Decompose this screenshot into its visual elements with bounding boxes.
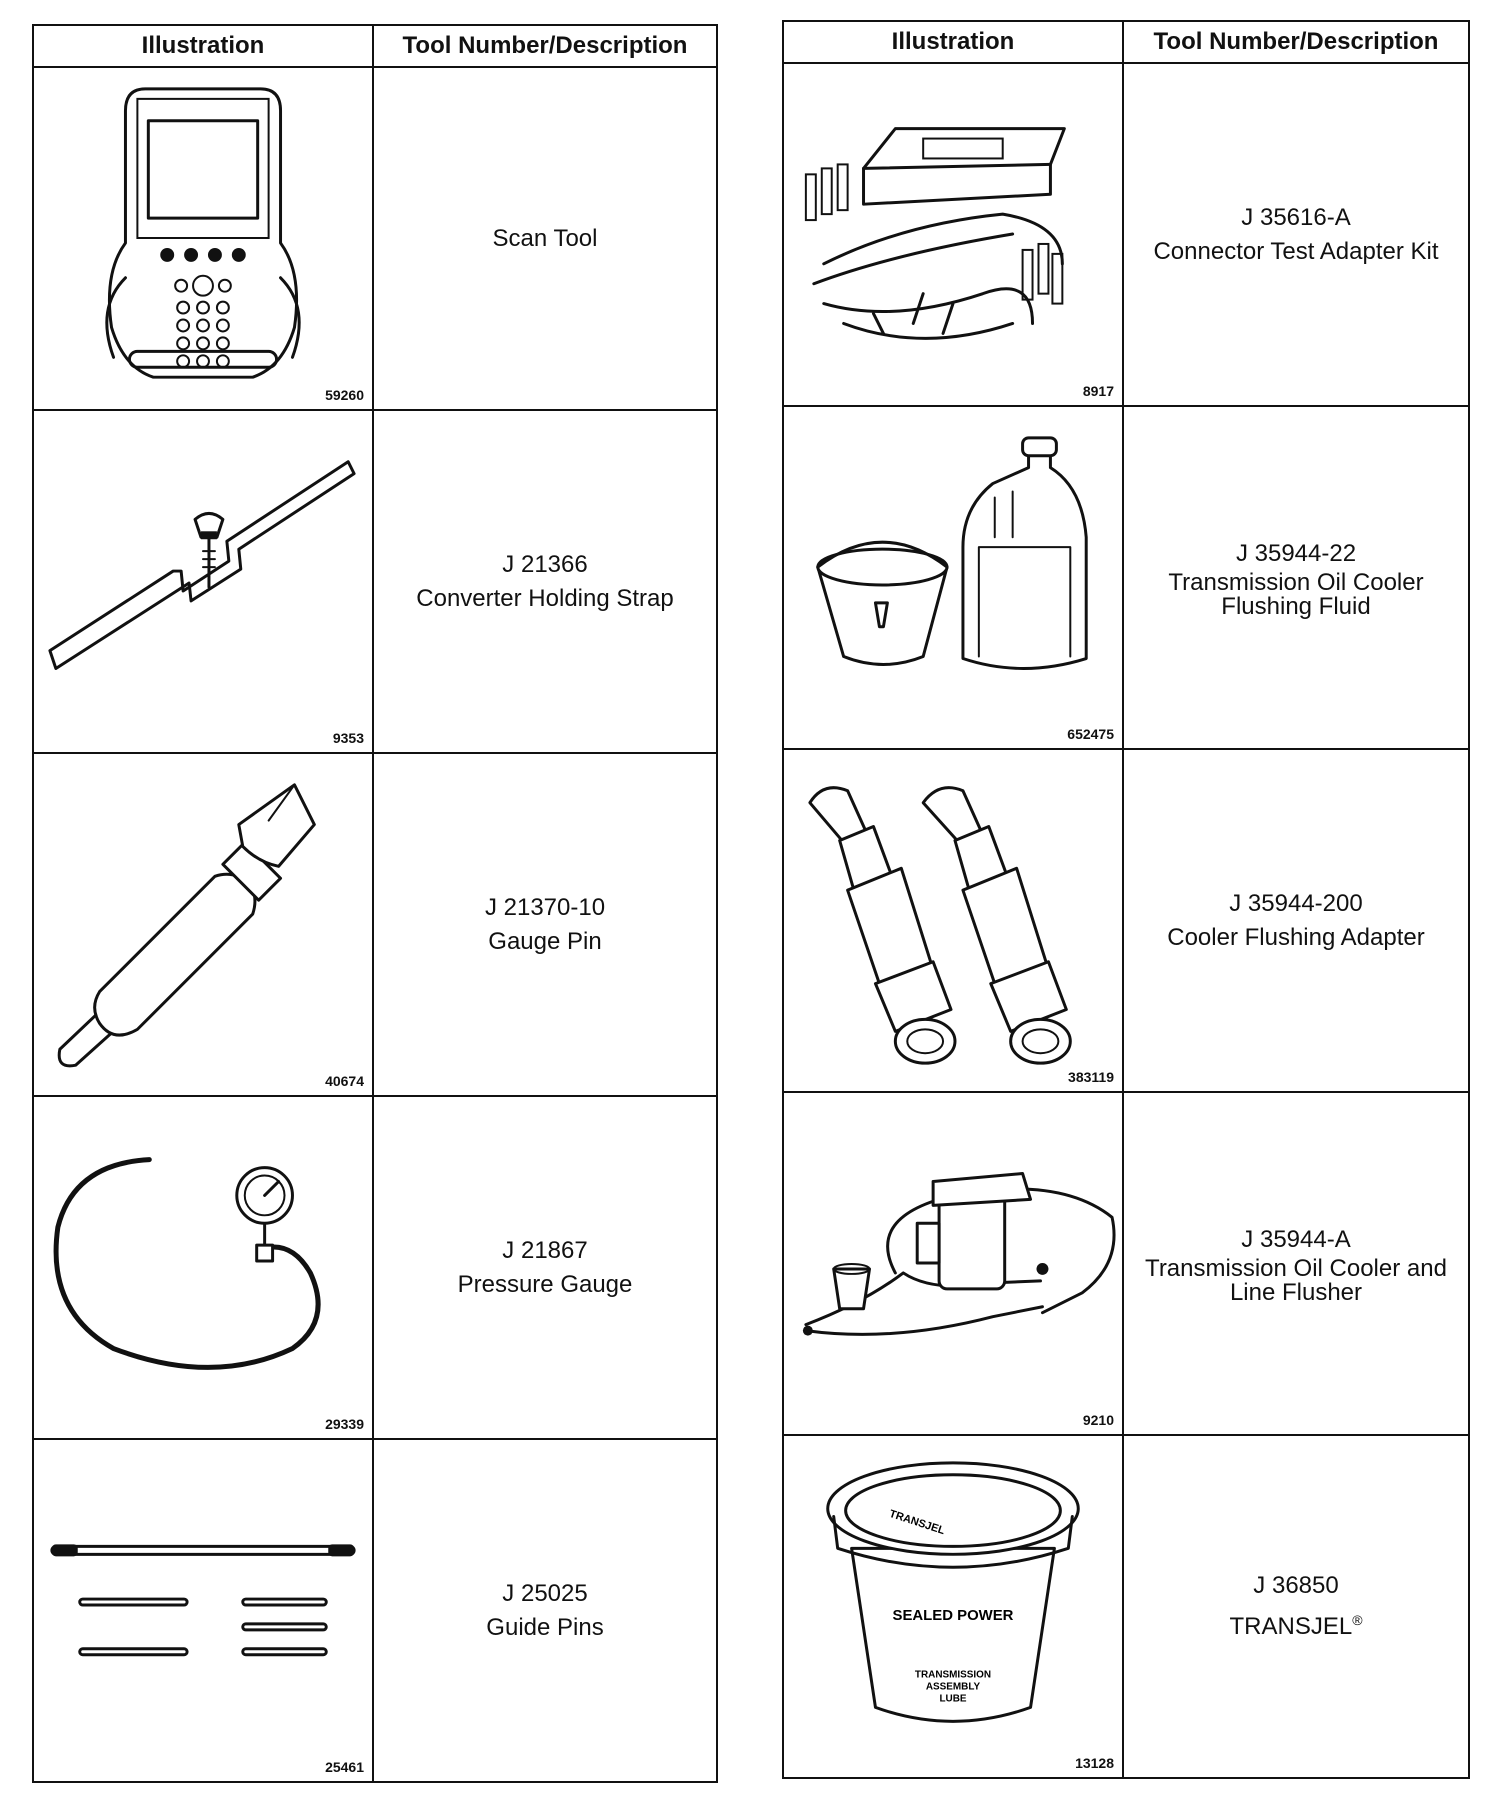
tub-label-line-2: ASSEMBLY (926, 1682, 981, 1693)
tool-name: TRANSJEL (1229, 1613, 1353, 1640)
line-flusher-icon (802, 1172, 1116, 1336)
header-row: Illustration Tool Number/Description (32, 24, 718, 68)
figure-number: 9353 (332, 730, 364, 746)
table-row: 9210 J 35944-A Transmission Oil Cooler a… (782, 1091, 1470, 1436)
tool-description-cell: J 25025 Guide Pins (372, 1438, 718, 1783)
illustration-cell: 383119 (782, 748, 1124, 1093)
tool-description: Connector Test Adapter Kit (1153, 237, 1439, 265)
right-tools-table: Illustration Tool Number/Description 891… (782, 20, 1470, 1779)
figure-number: 59260 (325, 387, 364, 403)
tool-description-cell: J 21370-10 Gauge Pin (372, 752, 718, 1097)
tool-description: Pressure Gauge (457, 1270, 633, 1298)
tool-description-cell: J 35944-200 Cooler Flushing Adapter (1122, 748, 1470, 1093)
tool-number: J 36850 (1253, 1572, 1339, 1599)
table-row: 9353 J 21366 Converter Holding Strap (32, 409, 718, 754)
table-row: 59260 Scan Tool (32, 66, 718, 411)
tool-number: J 21867 (502, 1236, 588, 1264)
illustration-header: Illustration (32, 24, 374, 68)
tool-description-line-2: Line Flusher (1229, 1278, 1363, 1306)
figure-number: 25461 (325, 1759, 364, 1775)
table-row: 8917 J 35616-A Connector Test Adapter Ki… (782, 62, 1470, 407)
pressure-gauge-icon (53, 1157, 321, 1370)
tool-description: TRANSJEL® (1124, 1603, 1468, 1644)
tool-header: Tool Number/Description (1122, 20, 1470, 64)
gauge-pin-icon (57, 783, 316, 1068)
tool-number: J 25025 (502, 1579, 588, 1607)
illustration-cell: 25461 (32, 1438, 374, 1783)
figure-number: 29339 (325, 1416, 364, 1432)
table-row: 383119 J 35944-200 Cooler Flushing Adapt… (782, 748, 1470, 1093)
tool-number: J 21366 (502, 550, 588, 578)
tool-description: Cooler Flushing Adapter (1167, 923, 1425, 951)
tool-description-cell: J 35944-22 Transmission Oil Cooler Flush… (1122, 405, 1470, 750)
illustration-cell: 40674 (32, 752, 374, 1097)
tool-description-cell: J 35944-A Transmission Oil Cooler and Li… (1122, 1091, 1470, 1436)
tub-label-line-1: TRANSMISSION (915, 1670, 991, 1681)
tool-number: J 21370-10 (484, 893, 606, 921)
illustration-cell: TRANSJEL SEALED POWER TRANSMISSION ASSEM… (782, 1434, 1124, 1779)
illustration-cell: 9353 (32, 409, 374, 754)
flushing-adapter-icon (808, 786, 1072, 1065)
tool-description-line-2: Flushing Fluid (1221, 592, 1371, 620)
guide-pins-icon (50, 1544, 356, 1657)
tub-band-label: SEALED POWER (893, 1608, 1014, 1624)
tool-description-cell: Scan Tool (372, 66, 718, 411)
adapter-kit-icon (804, 127, 1066, 340)
tool-number: J 35944-22 (1235, 539, 1357, 567)
table-row: TRANSJEL SEALED POWER TRANSMISSION ASSEM… (782, 1434, 1470, 1779)
illustration-cell: 9210 (782, 1091, 1124, 1436)
tool-number: J 35944-A (1241, 1225, 1351, 1253)
illustration-cell: 8917 (782, 62, 1124, 407)
tool-header: Tool Number/Description (372, 24, 718, 68)
illustration-cell: 59260 (32, 66, 374, 411)
header-row: Illustration Tool Number/Description (782, 20, 1470, 64)
figure-number: 9210 (1082, 1412, 1114, 1428)
tool-description: Guide Pins (486, 1613, 604, 1641)
table-row: 40674 J 21370-10 Gauge Pin (32, 752, 718, 1097)
tool-description: Scan Tool (492, 224, 598, 252)
tool-description-line-1: Transmission Oil Cooler (1168, 568, 1424, 596)
tool-description-cell: J 35616-A Connector Test Adapter Kit (1122, 62, 1470, 407)
left-tools-table: Illustration Tool Number/Description (32, 24, 718, 1783)
figure-number: 13128 (1075, 1755, 1114, 1771)
tub-label-line-3: LUBE (939, 1693, 966, 1704)
figure-number: 8917 (1082, 383, 1114, 399)
transjel-tub-icon: TRANSJEL SEALED POWER TRANSMISSION ASSEM… (826, 1461, 1080, 1723)
holding-strap-icon (48, 460, 356, 670)
illustration-header: Illustration (782, 20, 1124, 64)
table-row: 652475 J 35944-22 Transmission Oil Coole… (782, 405, 1470, 750)
figure-number: 40674 (325, 1073, 364, 1089)
tool-description-cell: J 36850 TRANSJEL® (1122, 1434, 1470, 1779)
figure-number: 652475 (1067, 726, 1114, 742)
illustration-cell: 29339 (32, 1095, 374, 1440)
flushing-fluid-icon (816, 436, 1088, 670)
table-row: 29339 J 21867 Pressure Gauge (32, 1095, 718, 1440)
tool-description: Converter Holding Strap (416, 584, 674, 612)
figure-number: 383119 (1068, 1069, 1114, 1085)
tool-description-cell: J 21366 Converter Holding Strap (372, 409, 718, 754)
tool-number: J 35616-A (1241, 203, 1351, 231)
scan-tool-icon (105, 87, 301, 379)
tool-description: Gauge Pin (488, 927, 602, 955)
tool-description-line-1: Transmission Oil Cooler and (1145, 1254, 1447, 1282)
illustration-cell: 652475 (782, 405, 1124, 750)
registered-mark: ® (1352, 1612, 1363, 1628)
tool-number: J 35944-200 (1229, 889, 1363, 917)
tool-description-cell: J 21867 Pressure Gauge (372, 1095, 718, 1440)
table-row: 25461 J 25025 Guide Pins (32, 1438, 718, 1783)
